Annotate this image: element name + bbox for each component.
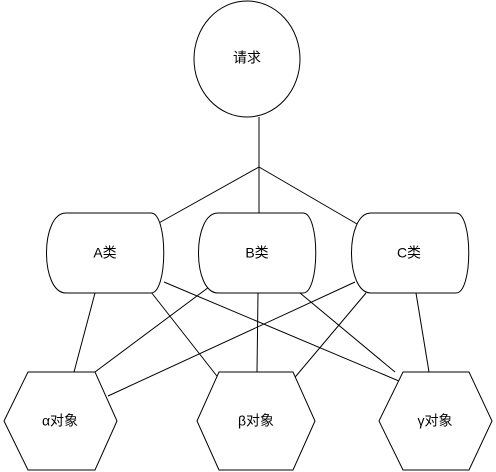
edge-class-c-beta <box>290 292 367 383</box>
class-b-node: B类 <box>198 212 317 294</box>
class-c-label: C类 <box>397 245 421 261</box>
gamma-object-node: γ对象 <box>378 371 493 471</box>
class-c-shape <box>351 212 470 294</box>
beta-hexagon <box>196 371 316 471</box>
edge-junction-class-c <box>258 166 358 225</box>
edge-class-a-gamma <box>163 281 407 385</box>
gamma-label: γ对象 <box>418 413 453 429</box>
beta-label: β对象 <box>238 413 274 429</box>
edge-class-a-alpha <box>73 292 96 373</box>
request-node: 请求 <box>193 0 301 118</box>
edge-class-a-beta <box>150 291 221 381</box>
alpha-hexagon <box>3 371 118 471</box>
edge-class-b-gamma <box>299 292 396 373</box>
request-ellipse <box>193 0 301 118</box>
class-c-node: C类 <box>351 212 470 294</box>
request-label: 请求 <box>233 50 261 66</box>
alpha-object-node: α对象 <box>3 371 118 471</box>
gamma-hexagon <box>378 371 493 471</box>
class-b-label: B类 <box>245 245 268 261</box>
beta-object-node: β对象 <box>196 371 316 471</box>
edge-class-b-alpha <box>94 286 210 373</box>
edge-class-b-beta <box>256 292 259 373</box>
edge-class-c-alpha <box>107 281 356 397</box>
class-a-label: A类 <box>93 245 116 261</box>
connectors <box>73 117 430 397</box>
class-a-shape <box>46 212 165 294</box>
alpha-label: α对象 <box>42 413 78 429</box>
edge-class-c-gamma <box>415 292 430 373</box>
class-a-node: A类 <box>46 212 165 294</box>
class-b-shape <box>198 212 317 294</box>
edge-junction-class-a <box>156 166 260 225</box>
